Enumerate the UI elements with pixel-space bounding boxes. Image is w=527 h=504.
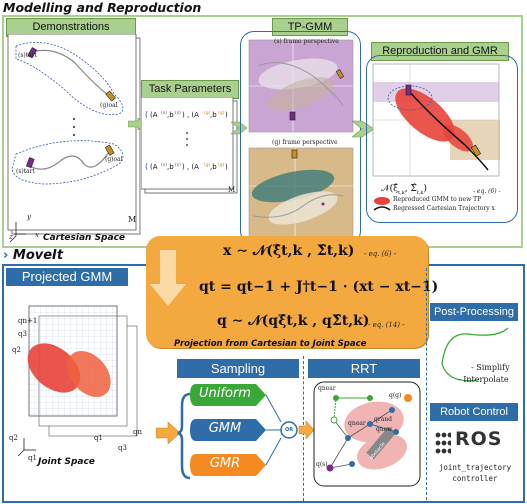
- or-node: OR: [284, 427, 294, 433]
- post-item-simplify: - Simplify: [471, 363, 510, 372]
- tp-count-m: M: [228, 186, 236, 194]
- sampling-diagram: [156, 384, 315, 480]
- svg-text:(A: (A: [150, 111, 158, 119]
- uniform-button[interactable]: Uniform: [199, 386, 251, 401]
- sampling-header: Sampling: [177, 359, 299, 378]
- rrt-qg: q(g): [389, 392, 402, 399]
- demo-goal-label-1: (g)oal: [100, 102, 118, 109]
- label-q1-bottom: q1: [94, 434, 103, 442]
- arrow-tpgmm-to-repro: [352, 120, 375, 138]
- projection-caption: Projection from Cartesian to Joint Space: [174, 339, 367, 349]
- demo-start-label-2: (s)tart: [16, 168, 36, 175]
- g-frame-label: (g) frame perspective: [272, 139, 338, 146]
- equations-down-arrow: [150, 250, 186, 306]
- reproduction-header: Reproduction and GMR: [371, 42, 509, 61]
- svg-text:(: (: [145, 162, 148, 171]
- svg-text:(: (: [145, 110, 148, 119]
- task-parameters-header: Task Parameters: [141, 80, 239, 99]
- rrt-qrand: qrand: [374, 416, 392, 423]
- arrow-tp-to-tpgmm: [231, 121, 248, 135]
- svg-text:(s): (s): [175, 162, 181, 168]
- label-q3-bottom: q3: [118, 444, 127, 452]
- label-qn1: qn+1: [18, 317, 38, 325]
- demo-start-label-1: (s)tart: [18, 52, 38, 59]
- projected-gmm-header: Projected GMM: [6, 268, 128, 286]
- rrt-qnear-top: qnear: [318, 385, 336, 392]
- svg-text:(A: (A: [150, 163, 158, 171]
- gmr-button[interactable]: GMR: [209, 456, 241, 471]
- label-q3-left: q3: [18, 330, 27, 338]
- svg-text:,b: ,b: [167, 111, 174, 119]
- axis-y-label: y: [27, 213, 31, 221]
- label-q2-left: q2: [12, 346, 21, 354]
- reproduction-plot: [372, 63, 500, 177]
- equation-1: x ∼ 𝒩(ξ̂t,k , Σ̂t,k): [223, 243, 355, 259]
- cartesian-space-label: Cartesian Space: [43, 233, 126, 243]
- svg-text:(g): (g): [218, 162, 225, 168]
- moveit-brand: › MoveIt: [3, 248, 63, 263]
- svg-text:(s): (s): [161, 162, 167, 168]
- ros-logo-text: ROS: [455, 428, 503, 450]
- axis-z-label: z: [9, 233, 13, 241]
- robot-control-header: Robot Control: [430, 403, 518, 421]
- right-column: [426, 268, 519, 500]
- svg-text:(s): (s): [161, 110, 167, 116]
- ros-dots-icon: [435, 432, 451, 454]
- tpgmm-panels: [248, 39, 354, 239]
- rrt-diagram: [313, 381, 421, 487]
- svg-text:(g): (g): [204, 110, 211, 116]
- svg-text:) , (A: ) , (A: [182, 111, 199, 119]
- equation-1-ref: - eq. (6) -: [364, 250, 397, 258]
- axis-q2-label: q2: [9, 434, 18, 442]
- svg-text:(g): (g): [204, 162, 211, 168]
- demonstrations-panel: [7, 34, 141, 243]
- repro-legend-icons: [373, 197, 391, 211]
- rrt-header: RRT: [308, 359, 420, 378]
- moveit-chevron-icon: ›: [3, 248, 9, 263]
- repro-legend-gmm: Reproduced GMM to new TP: [393, 196, 482, 203]
- repro-eq-normal: 𝒩(ξ̂t,k, Σ̂t,k): [381, 184, 427, 196]
- svg-text:): ): [225, 163, 228, 171]
- equations-box: [146, 236, 428, 348]
- axis-q1-label: q1: [28, 454, 37, 462]
- post-processing-header: Post-Processing: [430, 303, 518, 321]
- svg-text:(g): (g): [218, 110, 225, 116]
- svg-text:,b: ,b: [167, 163, 174, 171]
- svg-text:) , (A: ) , (A: [182, 163, 199, 171]
- axis-x-label: x: [35, 231, 39, 239]
- equation-3-ref: - eq. (14) -: [368, 321, 405, 329]
- rrt-qs: q(s): [316, 461, 328, 468]
- equation-2: qt = qt−1 + J†t−1 · (xt − xt−1): [199, 279, 439, 295]
- svg-text:(s): (s): [175, 110, 181, 116]
- moveit-brand-text: MoveIt: [12, 248, 64, 263]
- controller-label-1: joint_trajectory: [438, 463, 512, 472]
- demonstrations-header: Demonstrations: [6, 18, 136, 37]
- joint-space-label: Joint Space: [38, 457, 95, 467]
- svg-text:): ): [225, 111, 228, 119]
- reproduction-frame: [366, 55, 518, 223]
- demo-goal-label-2: (g)oal: [105, 156, 123, 163]
- controller-label-2: controller: [452, 474, 498, 483]
- svg-text:,b: ,b: [210, 111, 217, 119]
- section-title-modelling: Modelling and Reproduction: [3, 0, 202, 15]
- equation-3: q ∼ 𝒩(qξ̂t,k , qΣ̂t,k): [217, 313, 370, 329]
- post-item-interpolate: - Interpolate: [458, 375, 509, 384]
- label-qn: qn: [133, 428, 142, 436]
- demo-count-m: M: [128, 215, 137, 224]
- repro-legend-traj: Regressed Cartesian Trajectory x: [393, 205, 495, 212]
- repro-eq-ref: - eq. (6) -: [473, 188, 501, 195]
- task-parameters-panel: ( (A (s) ,b (s) ) , (A (g) ,b (g) ) ( (A…: [141, 97, 238, 194]
- post-processing-curve: [441, 327, 509, 382]
- gmm-button[interactable]: GMM: [208, 421, 242, 436]
- svg-text:,b: ,b: [210, 163, 217, 171]
- rrt-qnew: qnew: [376, 426, 393, 433]
- rrt-qnear: qnear: [348, 420, 366, 427]
- s-frame-label: (s) frame perspective: [274, 38, 339, 45]
- projected-gmm-plot: [17, 305, 138, 457]
